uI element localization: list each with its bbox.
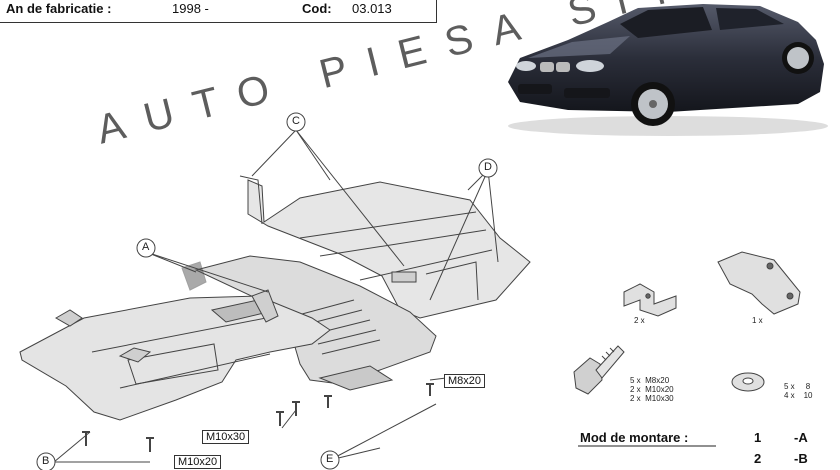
bolt-qty: 2 x (630, 394, 641, 403)
callout-b: B (42, 455, 50, 467)
callout-a: A (142, 241, 150, 253)
year-label: An de fabricatie : (6, 1, 112, 16)
code-label: Cod: (302, 1, 332, 16)
bolt-drawing (573, 345, 625, 395)
small-bracket-qty: 2 x (634, 316, 645, 325)
bolt-qty-row: 2 x M10x30 (630, 394, 674, 403)
washer-drawing (731, 372, 765, 392)
bolt-label-m10x20: M10x20 (174, 455, 222, 469)
bolt-size: M10x30 (645, 394, 674, 403)
bolt-qty-list: 5 x M8x20 2 x M10x20 2 x M10x30 (630, 376, 674, 403)
washer-qty-list: 5 x 8 4 x 10 (784, 382, 812, 400)
year-value: 1998 - (172, 1, 209, 16)
callout-e: E (326, 453, 334, 465)
mounting-row-1-code: -A (794, 430, 808, 445)
washer-qty-row: 5 x 8 (784, 382, 812, 391)
mounting-title: Mod de montare : (580, 430, 689, 445)
bolt-size: M10x20 (645, 385, 674, 394)
washer-size: 8 (805, 382, 811, 391)
washer-size: 10 (803, 391, 813, 400)
bolt-qty-row: 5 x M8x20 (630, 376, 674, 385)
small-bracket-drawing (623, 283, 677, 317)
large-bracket-drawing (717, 251, 801, 315)
mounting-row-2-num: 2 (754, 451, 762, 466)
code-value: 03.013 (352, 1, 392, 16)
bolt-size: M8x20 (645, 376, 670, 385)
bolt-label-m10x30: M10x30 (202, 430, 250, 444)
mounting-row-1-num: 1 (754, 430, 762, 445)
bolt-qty: 5 x (630, 376, 641, 385)
callout-c: C (292, 115, 300, 127)
bolt-label-m8x20: M8x20 (444, 374, 486, 388)
washer-qty: 4 x (784, 391, 795, 400)
bolt-qty-row: 2 x M10x20 (630, 385, 674, 394)
large-bracket-qty: 1 x (752, 316, 763, 325)
washer-qty-row: 4 x 10 (784, 391, 812, 400)
front-plate (19, 295, 331, 421)
car-image (508, 4, 828, 136)
header-box: An de fabricatie : 1998 - Cod: 03.013 (0, 0, 437, 23)
mounting-row-2-code: -B (794, 451, 808, 466)
callout-d: D (484, 161, 492, 173)
washer-qty: 5 x (784, 382, 795, 391)
bolt-qty: 2 x (630, 385, 641, 394)
